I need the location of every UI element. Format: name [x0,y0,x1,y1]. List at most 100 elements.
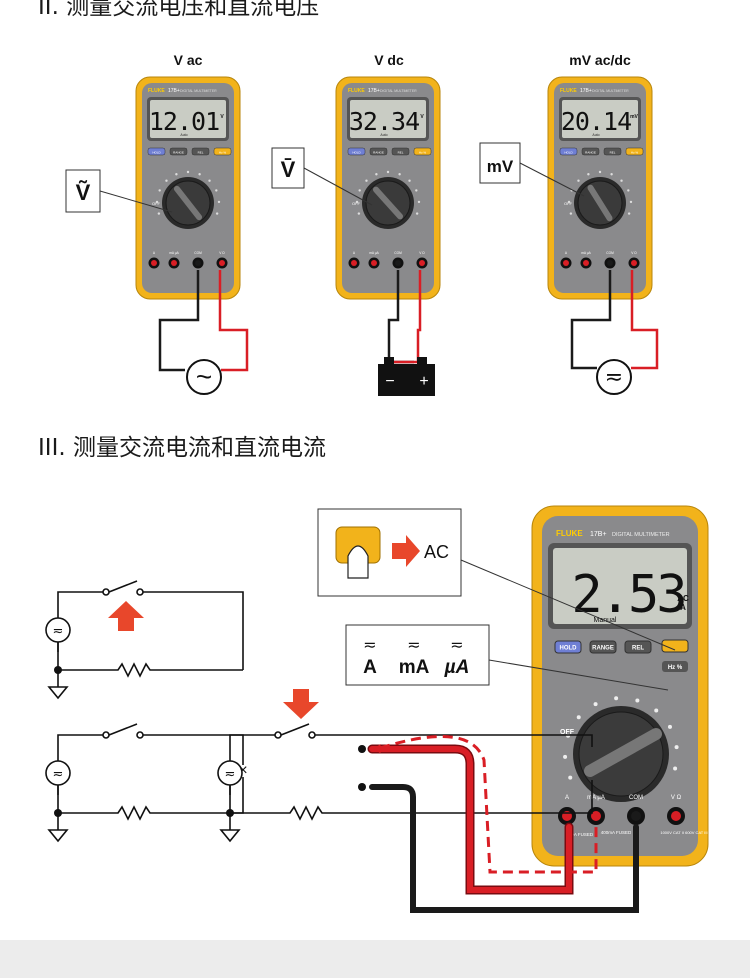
dial-marker [568,775,573,780]
meter-button-label: HOLD [352,151,361,155]
model-label: 17B+ [580,88,592,94]
jack-label: COM [629,795,643,801]
meter-button [603,147,622,156]
meter-button-label: REL [198,151,204,155]
dial-marker [598,170,602,174]
wire [315,734,593,747]
model-label: 17B+ [590,531,607,538]
dial-marker [593,702,598,707]
dial-marker [415,212,419,215]
meter-button [413,147,432,156]
lcd-reading: 32.34 [349,107,419,136]
off-label: OFF [352,201,361,206]
meter-button [589,640,617,654]
dial-marker [627,212,631,215]
meter-button [661,639,689,653]
jack-label: A [565,795,569,801]
leader-line [303,167,373,206]
resistor-wire [57,777,244,821]
dial-marker [627,189,630,192]
dial-marker [563,754,568,759]
fuse-label: 400mA FUSED [601,830,632,835]
acdc-glyph: ≂ [605,364,623,389]
dial-marker [674,745,679,750]
switch-contact [136,731,144,739]
dial-marker [577,179,580,182]
dial-marker [157,212,161,215]
dial-marker [215,212,219,215]
dial-marker [375,173,378,176]
dial-marker [673,766,678,771]
meter-button [624,640,652,654]
switch-contact [102,588,110,596]
meter-button [213,147,232,156]
red-test-lead [392,270,422,364]
leader-line [519,162,585,197]
dial-marker [158,189,161,192]
cat-label: 1000V CAT II 600V CAT III [660,830,707,835]
brand-label: FLUKE [148,88,165,94]
hz-button [662,661,688,672]
lcd-auto: Auto [592,133,599,137]
meter-button [625,147,644,156]
mode-label: µA [444,657,470,678]
meter-heading: mV ac/dc [569,52,631,68]
lcd-unit-ac: AC [677,594,689,603]
lcd-reading: 20.14 [561,107,631,136]
ac-dc-glyph: ≂ [450,637,463,654]
meter-heading: V ac [174,52,203,68]
dial-marker [186,170,190,174]
down-arrow-icon [283,689,319,719]
ac-glyph: ≂ [53,766,64,781]
model-label: 17B+ [168,88,180,94]
switch-blade [280,723,310,736]
brand-label: FLUKE [560,88,577,94]
lcd-screen [562,100,638,138]
jack-label: COM [394,251,402,255]
black-test-lead [570,270,612,370]
red-test-lead [218,270,249,372]
jack-label: V Ω [219,251,225,255]
switch-blade [108,723,138,736]
dial-pointer [587,184,613,222]
lead-tip [373,744,381,753]
ground-symbol [47,686,69,700]
off-label: OFF [560,729,575,736]
jack-label: mA µA [369,251,379,255]
jack-label: mA µA [581,251,591,255]
meter-button [391,147,410,156]
battery-terminal [417,357,427,364]
callout-ac-label: AC [424,542,449,562]
meter-button-label: HOLD [564,151,573,155]
meter-button-label: REL [398,151,404,155]
hz-button-label: Hz % [668,665,683,671]
dial-marker [610,173,613,176]
circuit: ≂ [45,723,244,843]
jack-label: mA µA [169,251,179,255]
lcd-unit-a: A [680,603,686,612]
dial-marker [614,696,619,701]
lcd-reading: 12.01 [149,107,219,136]
function-indicator: mV [487,157,514,176]
dial-marker [408,179,411,182]
ac-dc-source-symbol [596,359,632,395]
jack-label: mA µA [587,795,605,801]
black-test-lead [369,784,639,913]
battery-terminal [384,357,394,364]
wire [143,591,244,670]
dial-marker [654,708,659,713]
dial-marker [357,212,361,215]
meter-button [147,147,166,156]
meter-button-label: Hz % [419,151,427,155]
meter-button-label: Hz % [219,151,227,155]
model-caption: DIGITAL MULTIMETER [592,89,629,93]
lcd-unit: V [220,114,224,120]
leader-line [99,190,173,213]
meter-button [169,147,188,156]
red-lead-alt-dashed [379,734,598,874]
function-indicator-box [65,169,101,213]
lcd-auto: Auto [180,133,187,137]
model-caption: DIGITAL MULTIMETER [180,89,217,93]
